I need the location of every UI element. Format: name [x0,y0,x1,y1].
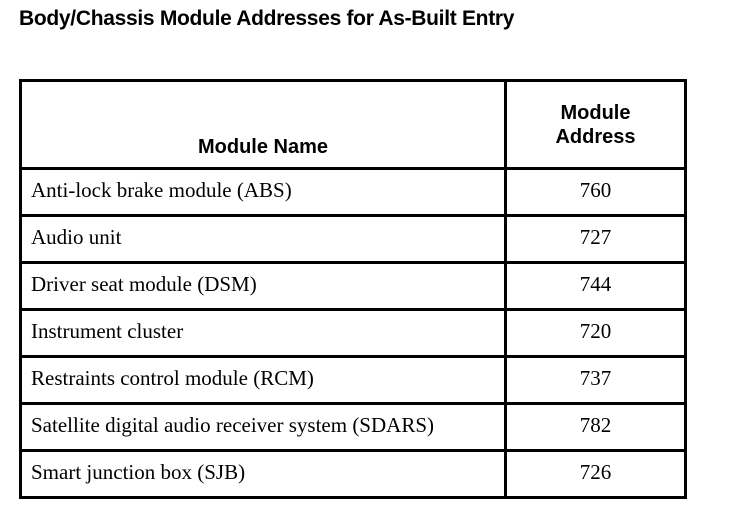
table-row: Anti-lock brake module (ABS)760 [19,167,687,217]
cell-module-name: Restraints control module (RCM) [19,355,507,405]
cell-module-address: 744 [504,261,687,311]
module-address-table: Module Name Module Address Anti-lock bra… [19,79,687,499]
cell-module-address: 737 [504,355,687,405]
cell-module-address: 720 [504,308,687,358]
column-header-module-name: Module Name [19,79,507,170]
table-row: Smart junction box (SJB)726 [19,449,687,499]
cell-module-name: Driver seat module (DSM) [19,261,507,311]
cell-module-name: Audio unit [19,214,507,264]
cell-module-address: 782 [504,402,687,452]
page-title: Body/Chassis Module Addresses for As-Bui… [19,7,515,30]
table-row: Restraints control module (RCM)737 [19,355,687,405]
cell-module-name: Anti-lock brake module (ABS) [19,167,507,217]
table-row: Satellite digital audio receiver system … [19,402,687,452]
cell-module-address: 726 [504,449,687,499]
column-header-module-address: Module Address [504,79,687,170]
cell-module-address: 727 [504,214,687,264]
cell-module-name: Satellite digital audio receiver system … [19,402,507,452]
cell-module-name: Smart junction box (SJB) [19,449,507,499]
table-header-row: Module Name Module Address [19,79,687,170]
cell-module-address: 760 [504,167,687,217]
table-row: Driver seat module (DSM)744 [19,261,687,311]
cell-module-name: Instrument cluster [19,308,507,358]
